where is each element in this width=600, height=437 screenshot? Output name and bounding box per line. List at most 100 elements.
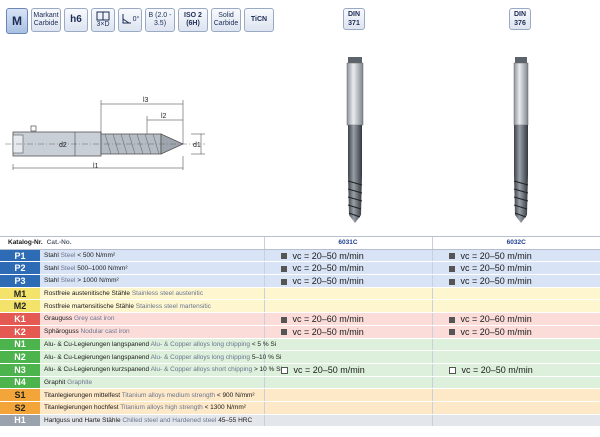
filled-square-icon <box>280 278 287 285</box>
material-description: Sphäroguss Nodular cast iron <box>40 325 264 339</box>
cutting-speed-6032C <box>431 401 600 415</box>
filled-square-icon <box>448 265 455 272</box>
thread-form-icon: B (2.0 - 3.5) <box>145 8 175 32</box>
cutting-speed-6031C <box>263 414 432 428</box>
material-description: Rostfreie martensitische Stähle Stainles… <box>40 299 264 314</box>
material-description: Alu- & Cu-Legierungen kurzspanend Alu- &… <box>40 363 282 377</box>
coolant-icon: 3×D <box>91 8 115 32</box>
cutting-speed-6031C <box>263 299 432 314</box>
product-header: M Markant Carbide h6 3×D 0° B (2.0 - 3.5… <box>5 8 531 223</box>
material-description: Grauguss Grey cast iron <box>40 312 264 326</box>
cutting-speed-6032C: vc = 20–50 m/min <box>431 261 600 276</box>
material-code: P1 <box>0 249 40 263</box>
cutting-speed-6031C <box>263 338 432 352</box>
material-code: P3 <box>0 274 40 288</box>
cutting-speed-6032C: vc = 20–50 m/min <box>431 249 600 263</box>
cutting-speed-6032C: vc = 20–60 m/min <box>431 312 600 326</box>
cutting-speed-6031C <box>263 350 432 364</box>
cutting-speed-6031C <box>263 376 432 390</box>
cutting-speed-6032C: vc = 20–50 m/min <box>431 274 600 288</box>
filled-square-icon <box>448 329 455 336</box>
material-description: Rostfreie austenitische Stähle Stainless… <box>40 287 264 301</box>
cutting-speed-6031C <box>263 388 432 402</box>
iso-tolerance-icon: ISO 2 (6H) <box>178 8 208 32</box>
material-description: Hartguss und Harte Stähle Chilled steel … <box>40 414 264 428</box>
cutting-speed-6032C: vc = 20–50 m/min <box>431 325 600 339</box>
cutting-speed-6032C <box>431 299 600 314</box>
material-description: Graphit Graphite <box>40 376 264 390</box>
material-description: Stahl Steel < 500 N/mm² <box>40 249 264 263</box>
cutting-speed-6032C <box>431 350 600 364</box>
material-code: M2 <box>0 299 40 314</box>
l3-label: l3 <box>143 97 149 104</box>
cutting-speed-6031C: vc = 20–50 m/min <box>263 274 432 288</box>
tap-image-6031c <box>346 57 364 223</box>
material-description: Titanlegierungen mittelfest Titanium all… <box>40 388 264 402</box>
material-code: K2 <box>0 325 40 339</box>
cutting-speed-6032C <box>431 287 600 301</box>
material-code: N3 <box>0 363 40 377</box>
l2-label: l2 <box>161 113 167 120</box>
markant-carbide-icon: Markant Carbide <box>31 8 61 32</box>
filled-square-icon <box>448 253 455 260</box>
material-code: K1 <box>0 312 40 326</box>
icon-strip: M Markant Carbide h6 3×D 0° B (2.0 - 3.5… <box>6 8 274 34</box>
cutting-speed-6031C: vc = 20–50 m/min <box>263 363 432 377</box>
column-6032c: 6032C <box>431 236 600 250</box>
filled-square-icon <box>280 329 287 336</box>
l1-label: l1 <box>93 163 99 170</box>
d2-label: d2 <box>59 142 67 149</box>
cutting-speed-6032C <box>431 338 600 352</box>
filled-square-icon <box>280 265 287 272</box>
cutting-speed-6031C: vc = 20–60 m/min <box>263 312 432 326</box>
material-code: S2 <box>0 401 40 415</box>
cutting-speed-6031C: vc = 20–50 m/min <box>263 261 432 276</box>
material-icon: M <box>6 8 28 34</box>
cutting-speed-6031C <box>263 401 432 415</box>
material-code: S1 <box>0 388 40 402</box>
column-6031c: 6031C <box>263 236 432 250</box>
filled-square-icon <box>280 316 287 323</box>
catalog-number-header: Katalog-Nr.Cat.-No. <box>0 236 264 250</box>
material-code: M1 <box>0 287 40 301</box>
filled-square-icon <box>448 278 455 285</box>
material-description: Alu- & Cu-Legierungen langspanend Alu- &… <box>40 350 281 364</box>
material-code: N2 <box>0 350 40 364</box>
cutting-speed-6032C <box>431 376 600 390</box>
material-description: Stahl Steel > 1000 N/mm² <box>40 274 264 288</box>
tolerance-icon: h6 <box>64 8 88 32</box>
material-code: H1 <box>0 414 40 428</box>
material-description: Titanlegierungen hochfest Titanium alloy… <box>40 401 264 415</box>
open-square-icon <box>448 366 456 374</box>
cutting-speed-6032C: vc = 20–50 m/min <box>431 363 600 377</box>
rake-angle-icon: 0° <box>118 8 142 32</box>
solid-carbide-icon: Solid Carbide <box>211 8 241 32</box>
cutting-speed-6031C <box>263 287 432 301</box>
filled-square-icon <box>448 316 455 323</box>
material-code: P2 <box>0 261 40 276</box>
coating-icon: TiCN <box>244 8 274 32</box>
tap-dimension-drawing: l1 l3 l2 d1 d2 <box>5 97 205 170</box>
material-description: Alu- & Cu-Legierungen langspanend Alu- &… <box>40 338 276 352</box>
cutting-speed-6032C <box>431 388 600 402</box>
cutting-speed-6031C: vc = 20–50 m/min <box>263 325 432 339</box>
tap-image-6032c <box>513 57 529 223</box>
d1-label: d1 <box>193 142 201 149</box>
cutting-speed-6032C <box>431 414 600 428</box>
filled-square-icon <box>280 253 287 260</box>
open-square-icon <box>280 366 288 374</box>
